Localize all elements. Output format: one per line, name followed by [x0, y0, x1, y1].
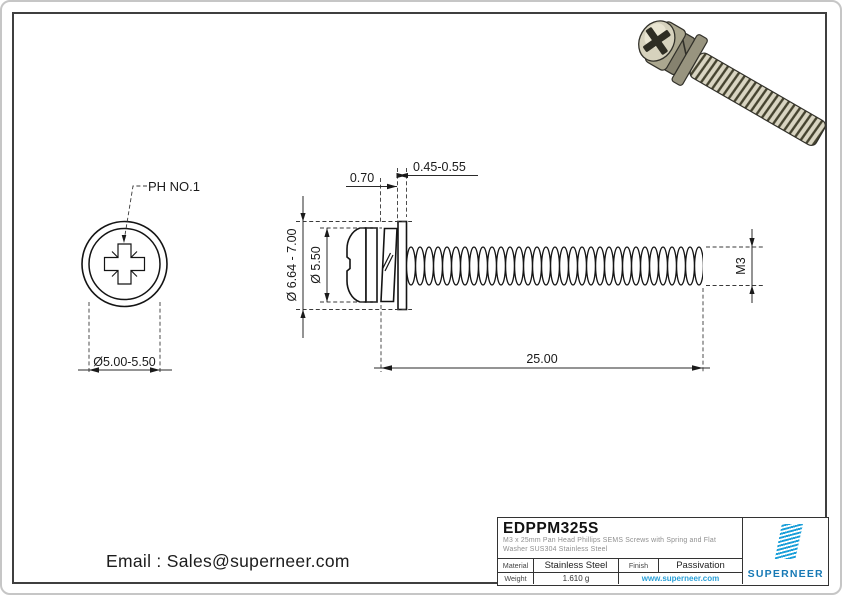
threaded-shaft-3d [689, 52, 826, 147]
spring-thickness-dim: 0.70 [350, 171, 374, 185]
flat-washer-thickness-dim: 0.45-0.55 [413, 160, 466, 174]
brand-logo-cell: SUPERNEER [742, 518, 829, 584]
washer-outline-circle [81, 220, 168, 308]
technical-drawing: PH NO.1 Ø5.00-5.50 Ø 6.64 - 7.00 [78, 160, 763, 374]
thread-size-dim: M3 [734, 257, 748, 274]
drive-leader-line [124, 185, 147, 236]
superneer-logo-icon [774, 524, 803, 559]
screw-side-view: Ø 6.64 - 7.00 Ø 5.50 0.70 0.45-0.55 25.0… [285, 160, 763, 372]
head-od-dim: Ø 5.50 [309, 246, 323, 284]
material-value: Stainless Steel [534, 558, 619, 573]
part-number: EDPPM325S [503, 520, 599, 537]
material-label: Material [498, 558, 534, 573]
head-outline-circle [88, 227, 161, 301]
brand-name: SUPERNEER [747, 568, 824, 580]
title-block: EDPPM325S M3 x 25mm Pan Head Phillips SE… [497, 517, 829, 586]
pan-head-rim [365, 227, 378, 303]
drive-leader-arrow [121, 235, 127, 243]
flat-washer-profile [397, 220, 408, 311]
part-number-cell: EDPPM325S M3 x 25mm Pan Head Phillips SE… [498, 518, 742, 559]
head-diameter-dim: Ø5.00-5.50 [93, 355, 156, 369]
contact-email: Email : Sales@superneer.com [106, 551, 350, 571]
thread-length-dim: 25.00 [526, 352, 557, 366]
threaded-shaft [406, 246, 703, 286]
drive-label: PH NO.1 [148, 179, 200, 194]
phillips-wing-ticks [111, 251, 138, 277]
part-description-line2: Washer SUS304 Stainless Steel [503, 545, 608, 553]
weight-label: Weight [498, 572, 534, 584]
website-link[interactable]: www.superneer.com [641, 573, 720, 583]
finish-value: Passivation [659, 559, 742, 573]
head-front-view: PH NO.1 Ø5.00-5.50 [78, 179, 200, 374]
drawing-frame [12, 12, 827, 584]
spring-washer-profile [380, 227, 398, 303]
part-description-line1: M3 x 25mm Pan Head Phillips SEMS Screws … [503, 537, 717, 544]
finish-label: Finish [619, 558, 659, 573]
washer-od-dim: Ø 6.64 - 7.00 [285, 228, 299, 301]
weight-value: 1.610 g [534, 572, 619, 584]
pan-head-profile [346, 227, 367, 303]
phillips-cross-3d [643, 27, 671, 55]
3d-screw-render [638, 20, 826, 147]
